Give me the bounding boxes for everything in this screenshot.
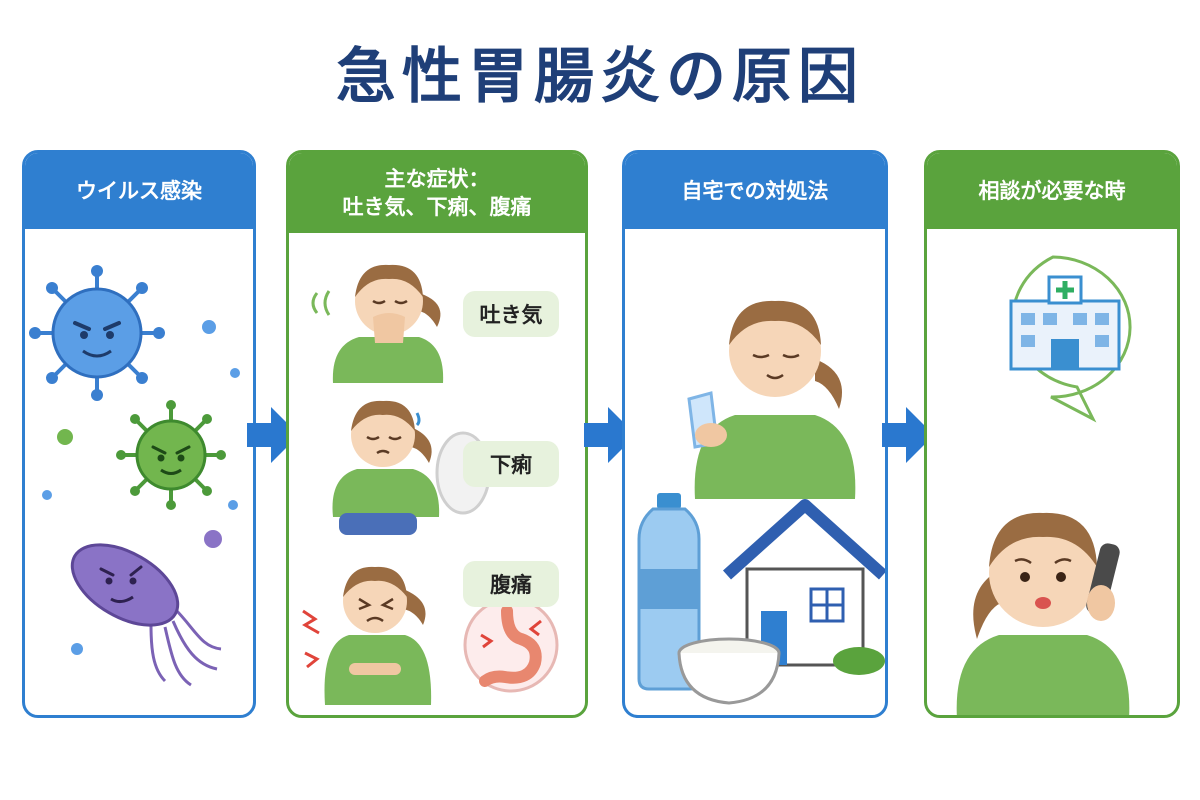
house-icon [722, 499, 885, 675]
arrow-right-icon [882, 407, 934, 463]
virus-icon [29, 265, 165, 401]
arrow-right-icon [247, 407, 299, 463]
virus-icon [116, 400, 226, 510]
panel-heading: 相談が必要な時 [927, 153, 1177, 229]
person-stomach-ache [324, 566, 432, 705]
panel-heading: ウイルス感染 [25, 153, 253, 229]
bacteria-icon [70, 543, 222, 687]
symptoms-illustration [302, 264, 559, 705]
symptom-badge-diarrhea: 下痢 [463, 441, 559, 487]
heading-line-2: 吐き気、下痢、腹痛 [342, 195, 532, 219]
person-drinking [687, 300, 856, 499]
water-bottle-icon [637, 493, 701, 691]
panel-when-to-consult: 相談が必要な時 [924, 150, 1180, 718]
virus-illustration [29, 265, 240, 687]
panel-home-care: 自宅での対処法 [622, 150, 888, 718]
panel-heading: 自宅での対処法 [625, 153, 885, 229]
page-title: 急性胃腸炎の原因 [336, 42, 864, 112]
rice-bowl-icon [677, 637, 781, 705]
hospital-speech-bubble [1009, 255, 1132, 423]
person-on-phone [956, 512, 1130, 715]
home-care-illustration [637, 300, 885, 705]
heading-line-1: 主な症状： [384, 166, 490, 191]
panel-virus-infection: ウイルス感染 [22, 150, 256, 718]
consult-illustration [956, 255, 1132, 715]
person-nausea [332, 264, 444, 383]
hospital-icon [1009, 275, 1121, 371]
symptom-badge-nausea: 吐き気 [463, 291, 559, 337]
stomach-icon [463, 597, 559, 693]
symptom-badge-stomach-ache: 腹痛 [463, 561, 559, 607]
panel-symptoms: 主な症状： 吐き気、下痢、腹痛 [286, 150, 588, 718]
panel-heading: 主な症状： 吐き気、下痢、腹痛 [289, 153, 585, 233]
arrow-right-icon [584, 407, 636, 463]
